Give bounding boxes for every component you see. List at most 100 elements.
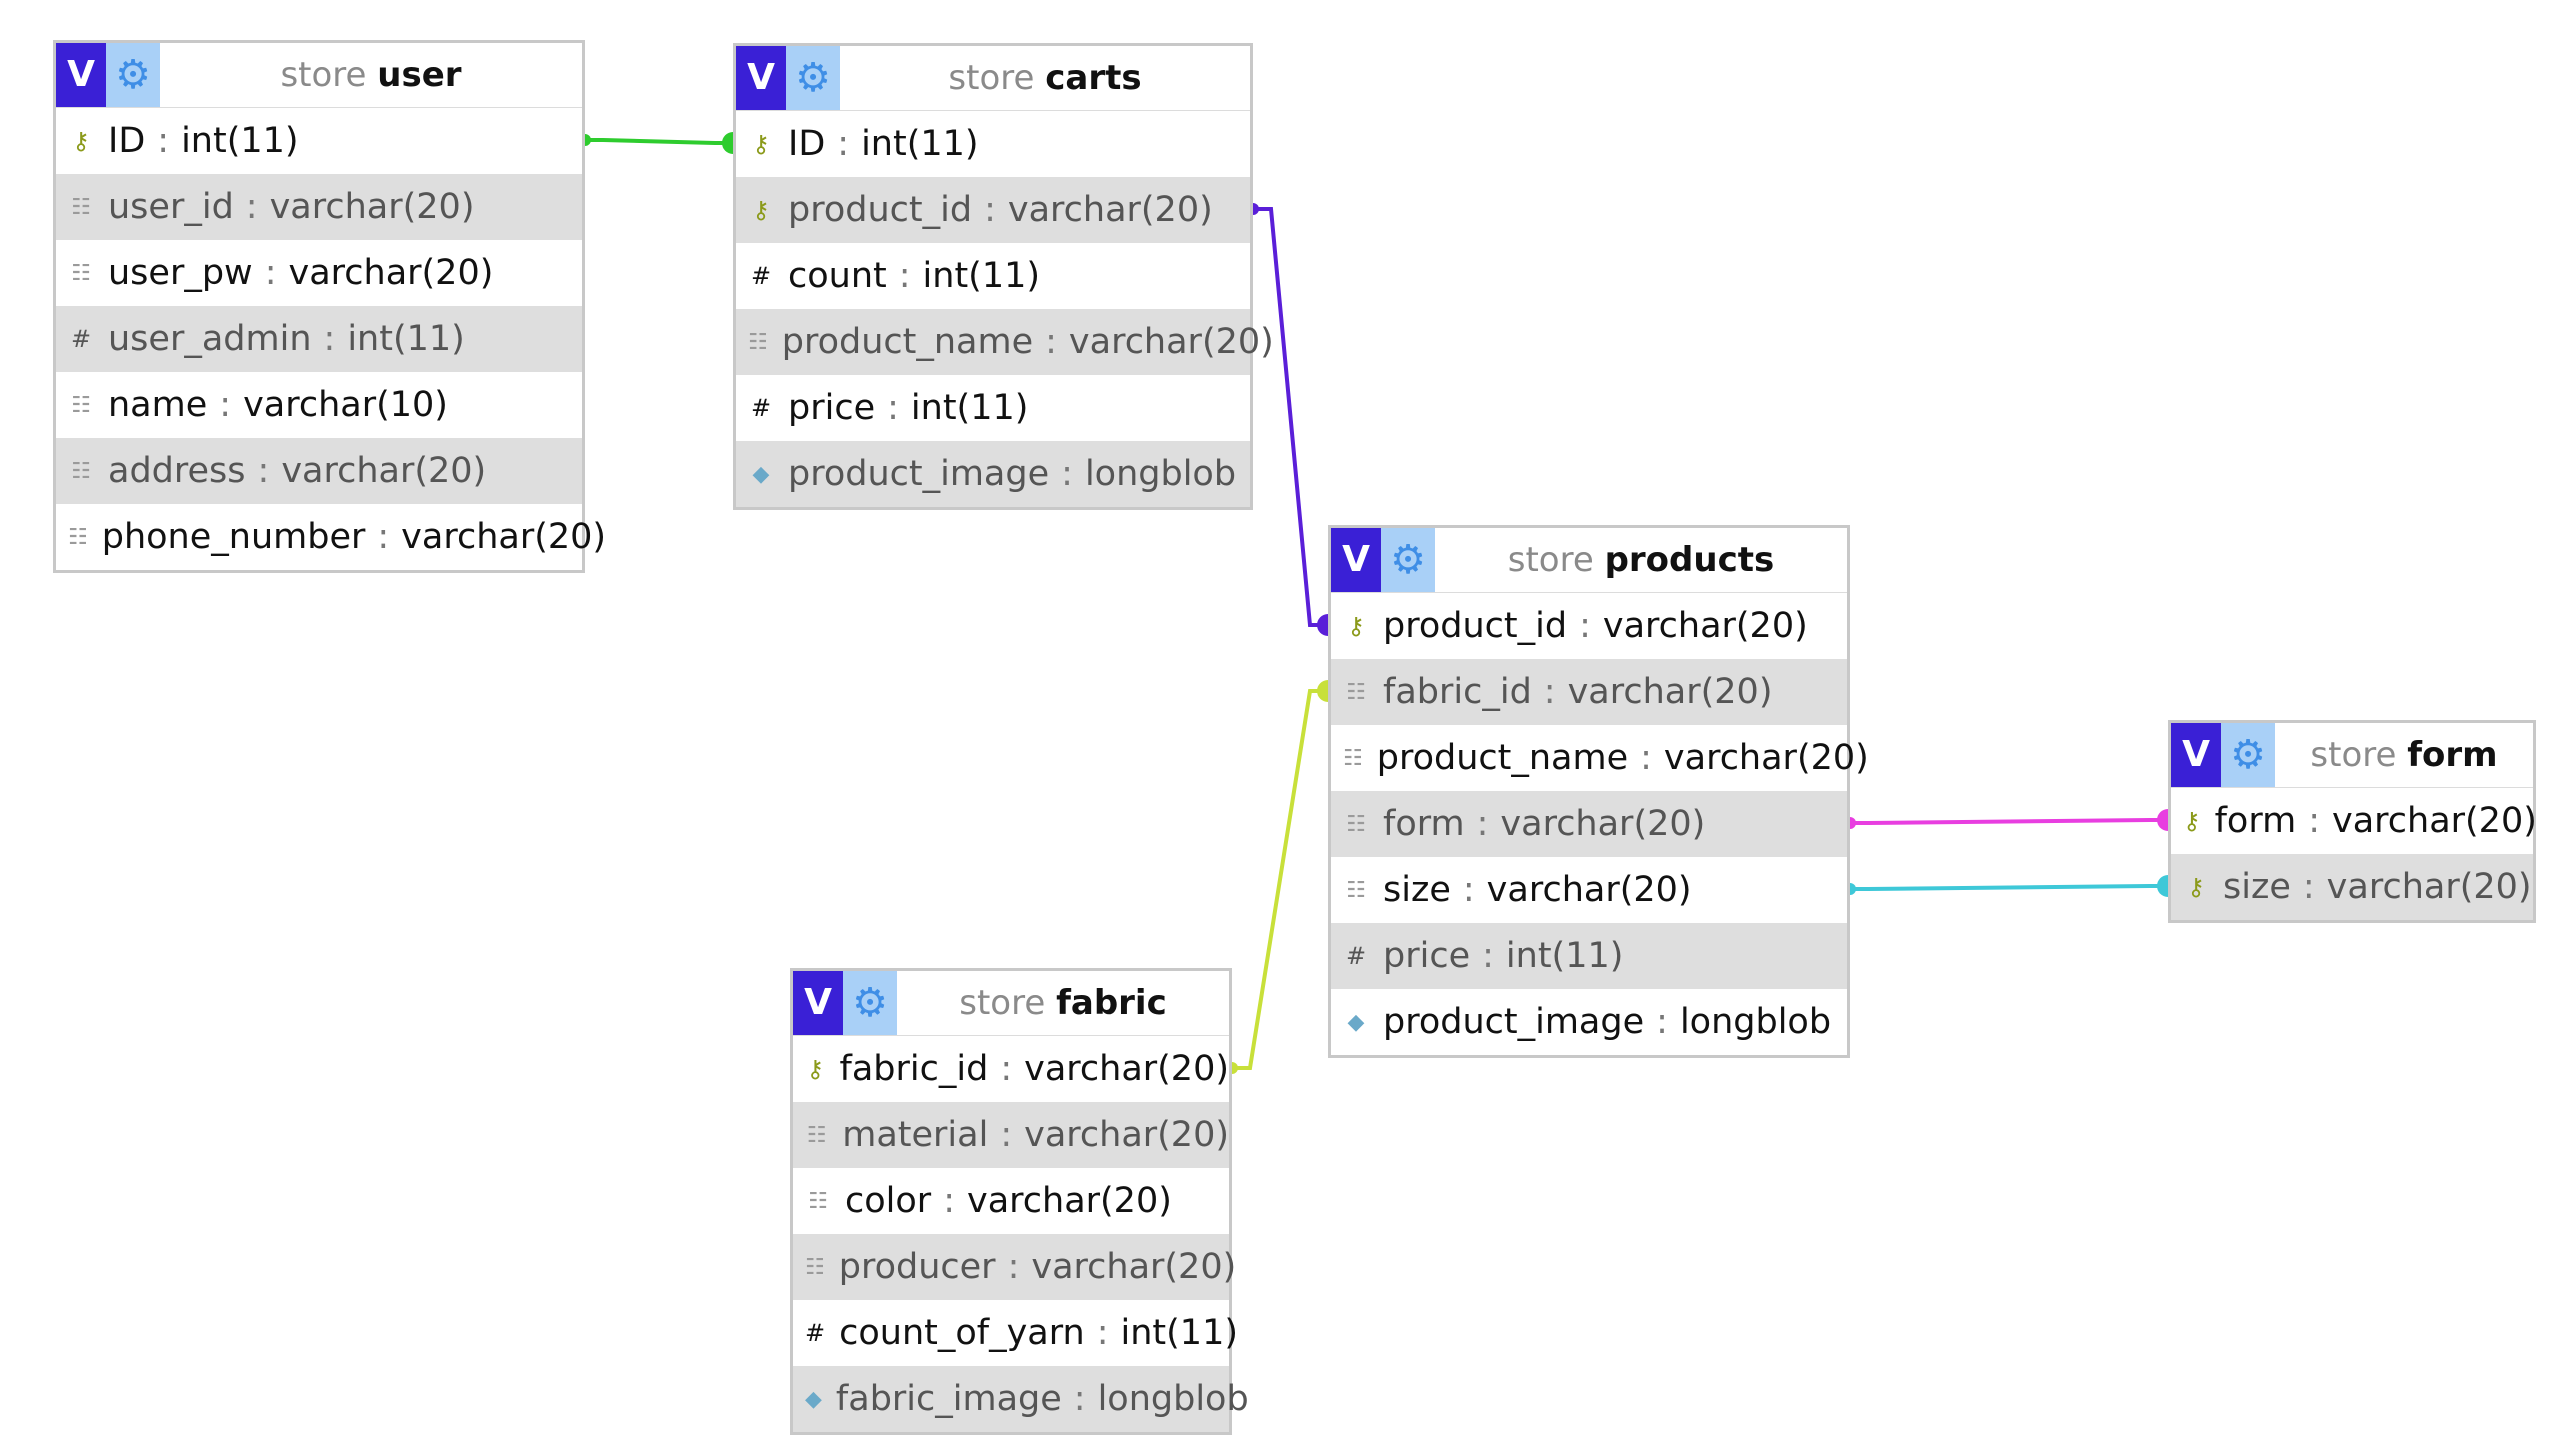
- text-column-icon: ☷: [808, 1188, 828, 1214]
- separator: :: [1045, 322, 1057, 362]
- column-row[interactable]: ☷user_pw:varchar(20): [56, 240, 582, 306]
- key-icon: ⚷: [752, 130, 770, 158]
- column-row[interactable]: ☷name:varchar(10): [56, 372, 582, 438]
- column-row[interactable]: ☷product_name:varchar(20): [736, 309, 1274, 375]
- separator: :: [1543, 672, 1556, 712]
- relation-end-marker: [2157, 809, 2168, 831]
- column-row[interactable]: ☷color:varchar(20): [793, 1168, 1229, 1234]
- column-type: varchar(20): [1500, 804, 1706, 844]
- column-type: varchar(20): [2331, 801, 2537, 841]
- relation-line[interactable]: [1253, 207, 1328, 627]
- table-carts[interactable]: V⚙store carts⚷ID:int(11)⚷product_id:varc…: [733, 43, 1274, 510]
- column-row[interactable]: #user_admin:int(11): [56, 306, 582, 372]
- column-row[interactable]: ☷phone_number:varchar(20): [56, 504, 606, 570]
- column-row[interactable]: ◆product_image:longblob: [1331, 989, 1847, 1055]
- table-user[interactable]: V⚙store user⚷ID:int(11)☷user_id:varchar(…: [53, 40, 606, 573]
- gear-icon[interactable]: ⚙: [1381, 528, 1435, 592]
- gear-icon[interactable]: ⚙: [843, 971, 897, 1035]
- column-type: varchar(20): [1007, 190, 1213, 230]
- column-name: address: [108, 451, 246, 491]
- text-column-icon: ☷: [806, 1122, 827, 1148]
- table-name: products: [1604, 540, 1775, 580]
- column-type: longblob: [1097, 1379, 1249, 1419]
- table-form[interactable]: V⚙store form⚷form:varchar(20)⚷size:varch…: [2168, 720, 2537, 923]
- toggle-view-button[interactable]: V: [2171, 723, 2221, 787]
- column-row[interactable]: #count_of_yarn:int(11): [793, 1300, 1238, 1366]
- column-list: ⚷form:varchar(20)⚷size:varchar(20): [2171, 788, 2537, 920]
- blob-icon: ◆: [805, 1386, 822, 1412]
- table-header[interactable]: V⚙store products: [1331, 528, 1847, 593]
- column-row[interactable]: ☷fabric_id:varchar(20): [1331, 659, 1847, 725]
- column-name: producer: [838, 1247, 996, 1287]
- database-name: store: [2310, 735, 2397, 775]
- column-row[interactable]: ◆product_image:longblob: [736, 441, 1250, 507]
- column-name: product_image: [788, 454, 1050, 494]
- separator: :: [837, 124, 850, 164]
- number-icon: #: [750, 394, 772, 422]
- column-row[interactable]: ⚷product_id:varchar(20): [736, 177, 1250, 243]
- column-name: count_of_yarn: [839, 1313, 1085, 1353]
- table-title: store products: [1435, 528, 1847, 592]
- column-row[interactable]: ◆fabric_image:longblob: [793, 1366, 1249, 1432]
- column-name: product_name: [781, 322, 1034, 362]
- column-name: price: [788, 388, 876, 428]
- text-column-icon: ☷: [1346, 679, 1366, 705]
- table-fabric[interactable]: V⚙store fabric⚷fabric_id:varchar(20)☷mat…: [790, 968, 1249, 1435]
- column-name: product_name: [1376, 738, 1629, 778]
- table-title: store fabric: [897, 971, 1229, 1035]
- column-type: varchar(20): [401, 517, 607, 557]
- column-type: varchar(20): [1024, 1115, 1229, 1155]
- column-name: ID: [108, 121, 146, 161]
- table-title: store user: [160, 43, 582, 107]
- separator: :: [1640, 738, 1652, 778]
- database-name: store: [1507, 540, 1594, 580]
- column-row[interactable]: ⚷ID:int(11): [736, 111, 1250, 177]
- column-type: varchar(10): [243, 385, 448, 425]
- column-type: varchar(20): [1663, 738, 1869, 778]
- column-row[interactable]: #price:int(11): [1331, 923, 1847, 989]
- separator: :: [1061, 454, 1073, 494]
- toggle-view-button[interactable]: V: [56, 43, 106, 107]
- column-row[interactable]: ☷form:varchar(20): [1331, 791, 1847, 857]
- toggle-view-button[interactable]: V: [793, 971, 843, 1035]
- gear-icon[interactable]: ⚙: [786, 46, 840, 110]
- column-name: size: [2223, 867, 2291, 907]
- column-name: user_pw: [108, 253, 253, 293]
- table-products[interactable]: V⚙store products⚷product_id:varchar(20)☷…: [1328, 525, 1869, 1058]
- column-row[interactable]: #count:int(11): [736, 243, 1250, 309]
- separator: :: [1656, 1002, 1668, 1042]
- relation-line[interactable]: [1850, 884, 2168, 891]
- table-header[interactable]: V⚙store fabric: [793, 971, 1229, 1036]
- column-row[interactable]: ⚷ID:int(11): [56, 108, 582, 174]
- toggle-view-button[interactable]: V: [736, 46, 786, 110]
- table-header[interactable]: V⚙store form: [2171, 723, 2533, 788]
- column-row[interactable]: ⚷size:varchar(20): [2171, 854, 2533, 920]
- table-header[interactable]: V⚙store carts: [736, 46, 1250, 111]
- gear-icon[interactable]: ⚙: [2221, 723, 2275, 787]
- column-name: count: [788, 256, 887, 296]
- separator: :: [984, 190, 996, 230]
- column-type: varchar(20): [1567, 672, 1773, 712]
- table-header[interactable]: V⚙store user: [56, 43, 582, 108]
- column-row[interactable]: #price:int(11): [736, 375, 1250, 441]
- gear-icon[interactable]: ⚙: [106, 43, 160, 107]
- column-row[interactable]: ☷address:varchar(20): [56, 438, 582, 504]
- column-type: varchar(20): [1031, 1247, 1237, 1287]
- column-row[interactable]: ☷user_id:varchar(20): [56, 174, 582, 240]
- column-row[interactable]: ☷product_name:varchar(20): [1331, 725, 1869, 791]
- column-row[interactable]: ⚷fabric_id:varchar(20): [793, 1036, 1229, 1102]
- toggle-view-button[interactable]: V: [1331, 528, 1381, 592]
- separator: :: [377, 517, 390, 557]
- column-row[interactable]: ☷producer:varchar(20): [793, 1234, 1236, 1300]
- database-name: store: [959, 983, 1046, 1023]
- relation-line[interactable]: [1850, 818, 2168, 825]
- relation-line[interactable]: [1232, 689, 1328, 1070]
- column-row[interactable]: ☷material:varchar(20): [793, 1102, 1229, 1168]
- separator: :: [898, 256, 911, 296]
- column-row[interactable]: ☷size:varchar(20): [1331, 857, 1847, 923]
- column-row[interactable]: ⚷form:varchar(20): [2171, 788, 2537, 854]
- column-row[interactable]: ⚷product_id:varchar(20): [1331, 593, 1847, 659]
- relation-line[interactable]: [585, 138, 733, 145]
- column-type: varchar(20): [1602, 606, 1808, 646]
- table-name: user: [377, 55, 462, 95]
